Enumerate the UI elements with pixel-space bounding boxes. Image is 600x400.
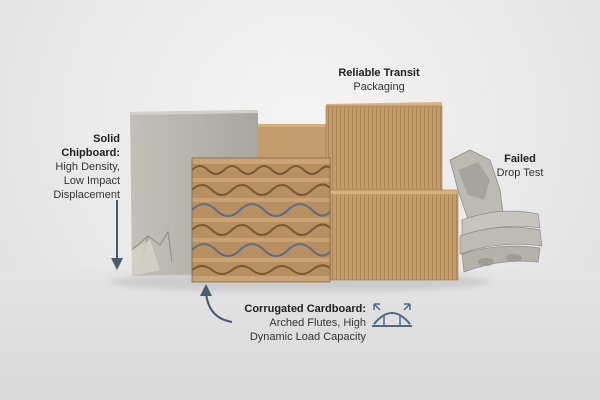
arrow-down-icon	[111, 200, 123, 270]
curved-arrow-up-icon	[200, 284, 233, 323]
corrugated-stack	[191, 157, 331, 283]
chipboard-desc-line2: Low Impact	[63, 175, 120, 187]
chipboard-desc-line3: Displacement	[53, 189, 120, 201]
corrugated-title: Corrugated Cardboard:	[244, 303, 366, 315]
transit-title: Reliable Transit	[338, 67, 420, 79]
corrugated-label: Corrugated Cardboard: Arched Flutes, Hig…	[222, 302, 366, 344]
failed-desc: Drop Test	[496, 167, 544, 179]
transit-label: Reliable Transit Packaging	[324, 66, 434, 94]
arch-flute-icon	[372, 303, 412, 327]
back-box	[258, 124, 328, 160]
transit-desc: Packaging	[353, 81, 405, 93]
chipboard-desc-line1: High Density,	[55, 161, 120, 173]
corrugated-desc-line2: Dynamic Load Capacity	[249, 331, 366, 343]
transit-box-top	[325, 102, 443, 193]
failed-pulp-trays	[449, 149, 543, 273]
chipboard-title-line1: Solid	[93, 133, 120, 145]
chipboard-label: Solid Chipboard: High Density, Low Impac…	[30, 132, 120, 202]
failed-label: Failed Drop Test	[488, 152, 552, 180]
chipboard-title-line2: Chipboard:	[61, 147, 120, 159]
failed-title: Failed	[504, 153, 536, 165]
corrugated-desc-line1: Arched Flutes, High	[269, 317, 366, 329]
transit-box-bottom	[329, 189, 459, 281]
